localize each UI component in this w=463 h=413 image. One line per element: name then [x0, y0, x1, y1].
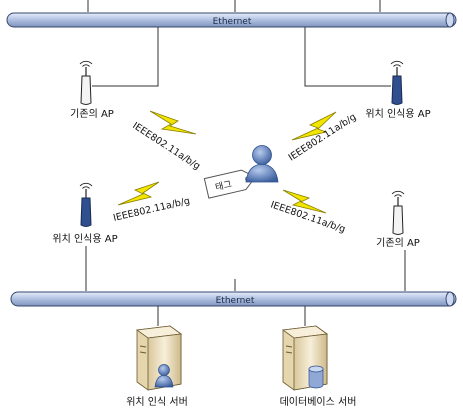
wireless-standard-label-bottom-left: IEEE802.11a/b/g	[112, 196, 191, 224]
location-ap-label-top-right: 위치 인식용 AP	[365, 107, 430, 120]
ethernet-label-top: Ethernet	[213, 17, 252, 27]
lightning-icon-top-right	[291, 111, 337, 141]
server-wires	[157, 306, 306, 326]
location-ap-icon-bottom-left	[79, 182, 93, 227]
legacy-ap-icon-top-left	[79, 60, 93, 105]
top-uplinks	[87, 0, 381, 12]
lightning-icon-top-left	[149, 110, 197, 135]
user-icon	[245, 145, 279, 183]
ethernet-label-bottom: Ethernet	[216, 296, 255, 306]
database-server-icon	[281, 325, 329, 391]
lightning-icon-bottom-left	[117, 181, 160, 206]
ap-wires-bottom	[85, 246, 406, 291]
legacy-ap-label-bottom-right: 기존의 AP	[376, 237, 420, 249]
location-ap-label-bottom-left: 위치 인식용 AP	[52, 232, 117, 245]
location-ap-icon-top-right	[390, 60, 404, 105]
tag-label: 태그	[214, 179, 233, 193]
legacy-ap-icon-bottom-right	[391, 190, 405, 235]
location-server-icon	[135, 325, 183, 391]
ethernet-bus-bottom: Ethernet	[10, 291, 457, 307]
ethernet-bus-top: Ethernet	[6, 12, 457, 28]
ap-wires-top	[92, 27, 391, 87]
location-server-label: 위치 인식 서버	[126, 395, 188, 408]
legacy-ap-label-top-left: 기존의 AP	[70, 108, 114, 120]
database-server-label: 데이터베이스 서버	[280, 396, 357, 408]
lightning-icon-bottom-right	[282, 189, 327, 214]
